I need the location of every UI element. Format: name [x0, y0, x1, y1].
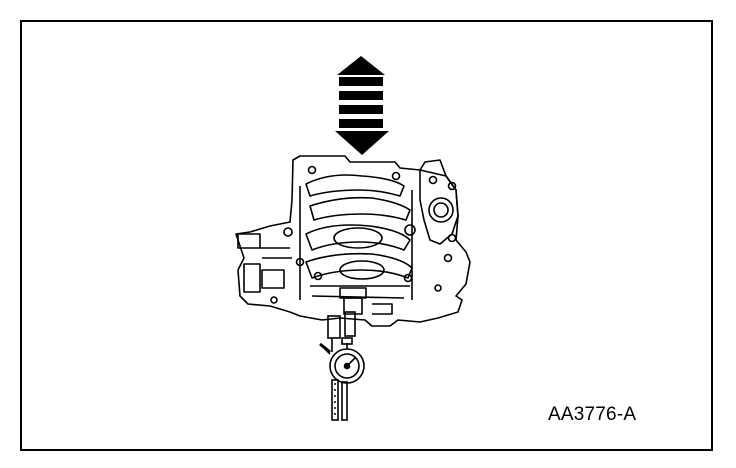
figure-id-label: AA3776-A — [548, 404, 637, 425]
engine-block-drawing — [235, 155, 471, 327]
dial-indicator-icon — [319, 311, 365, 421]
double-headed-vertical-arrow-icon — [335, 56, 389, 155]
